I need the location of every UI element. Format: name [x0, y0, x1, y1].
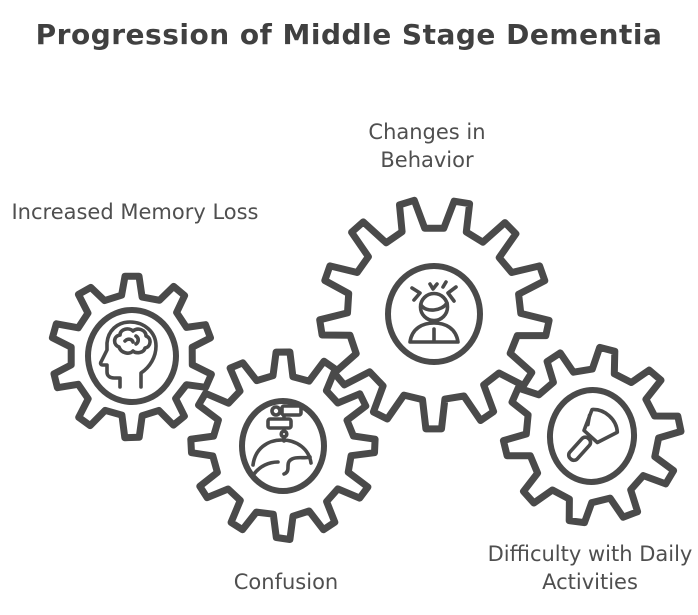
gear-inner-ring [239, 398, 327, 494]
label-difficulty-daily-activities: Difficulty with Daily Activities [487, 542, 693, 594]
label-confusion: Confusion [233, 570, 339, 594]
cleaning-brush-icon [566, 407, 620, 463]
angry-person-icon [408, 280, 460, 344]
label-increased-memory-loss: Increased Memory Loss [11, 200, 259, 224]
gear-changes-in-behavior [316, 196, 553, 433]
gear-inner-ring [385, 263, 483, 365]
gear-confusion [187, 348, 379, 543]
label-changes-in-behavior: Changes in Behavior [368, 120, 486, 172]
signpost-icon [251, 404, 313, 476]
gear-increased-memory-loss [48, 272, 215, 442]
head-brain-icon [98, 320, 158, 389]
page-title: Progression of Middle Stage Dementia [35, 18, 663, 51]
gear-difficulty-daily-activities [499, 343, 685, 527]
